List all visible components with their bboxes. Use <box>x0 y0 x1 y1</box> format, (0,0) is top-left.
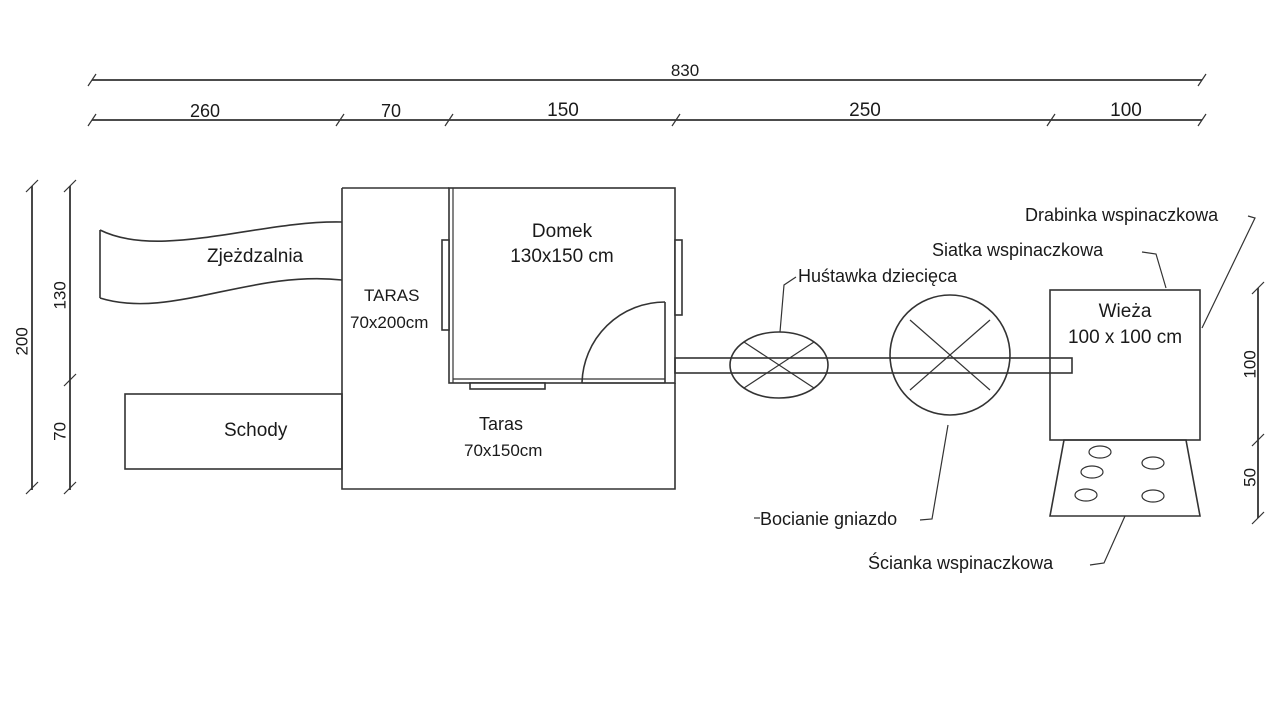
net-label: Siatka wspinaczkowa <box>932 240 1104 260</box>
dim-left-lower-label: 70 <box>50 421 70 441</box>
house-window-left <box>441 239 450 331</box>
dimension-line-segments <box>87 113 1207 127</box>
climbing-wall <box>1049 439 1201 517</box>
terrace-lower-title: Taras <box>479 414 524 434</box>
terrace-upper-title: TARAS <box>364 286 420 305</box>
house-door <box>581 301 666 384</box>
leader-ladder <box>1201 215 1256 329</box>
dimension-line-total <box>87 73 1207 87</box>
dim-segment-5-label: 100 <box>1110 100 1142 121</box>
wall-label: Ścianka wspinaczkowa <box>868 553 1054 573</box>
terrace-outline <box>341 187 676 490</box>
dim-segment-3-label: 150 <box>547 100 579 121</box>
house-title: Domek <box>531 221 593 242</box>
terrace-lower-size: 70x150cm <box>464 441 543 460</box>
dim-total-label: 830 <box>670 61 700 80</box>
swing-label: Huśtawka dziecięca <box>798 266 958 286</box>
house-window-right <box>674 239 683 316</box>
dim-segment-2-label: 70 <box>380 101 402 121</box>
dimension-line-left-total <box>25 179 39 495</box>
dim-right-upper-label: 100 <box>1240 350 1260 379</box>
slide-shape <box>99 221 343 305</box>
leader-net <box>1141 251 1167 289</box>
tower-title: Wieża <box>1098 301 1152 322</box>
dim-left-upper-label: 130 <box>50 281 70 310</box>
leader-wall <box>1089 515 1126 566</box>
swing-beam <box>674 357 1073 374</box>
nest-swing <box>889 294 1011 416</box>
dimension-line-right-parts <box>1251 281 1265 525</box>
swing-seat <box>729 331 829 399</box>
house-size: 130x150 cm <box>510 246 614 267</box>
house-shape <box>448 187 676 384</box>
dim-right-lower-label: 50 <box>1240 467 1260 487</box>
house-window-bottom <box>469 382 546 390</box>
ladder-label: Drabinka wspinaczkowa <box>1025 205 1219 225</box>
leader-nest <box>919 424 949 521</box>
terrace-upper-size: 70x200cm <box>350 313 429 332</box>
dim-segment-4-label: 250 <box>849 100 881 121</box>
dimension-line-left-parts <box>63 179 77 495</box>
nest-label: Bocianie gniazdo <box>760 509 898 529</box>
tower-size: 100 x 100 cm <box>1067 327 1183 348</box>
dim-left-total-label: 200 <box>12 327 32 356</box>
slide-label: Zjeżdzalnia <box>207 246 304 267</box>
dim-segment-1-label: 260 <box>189 101 221 121</box>
leader-swing <box>779 276 797 333</box>
stairs-label: Schody <box>224 420 288 441</box>
